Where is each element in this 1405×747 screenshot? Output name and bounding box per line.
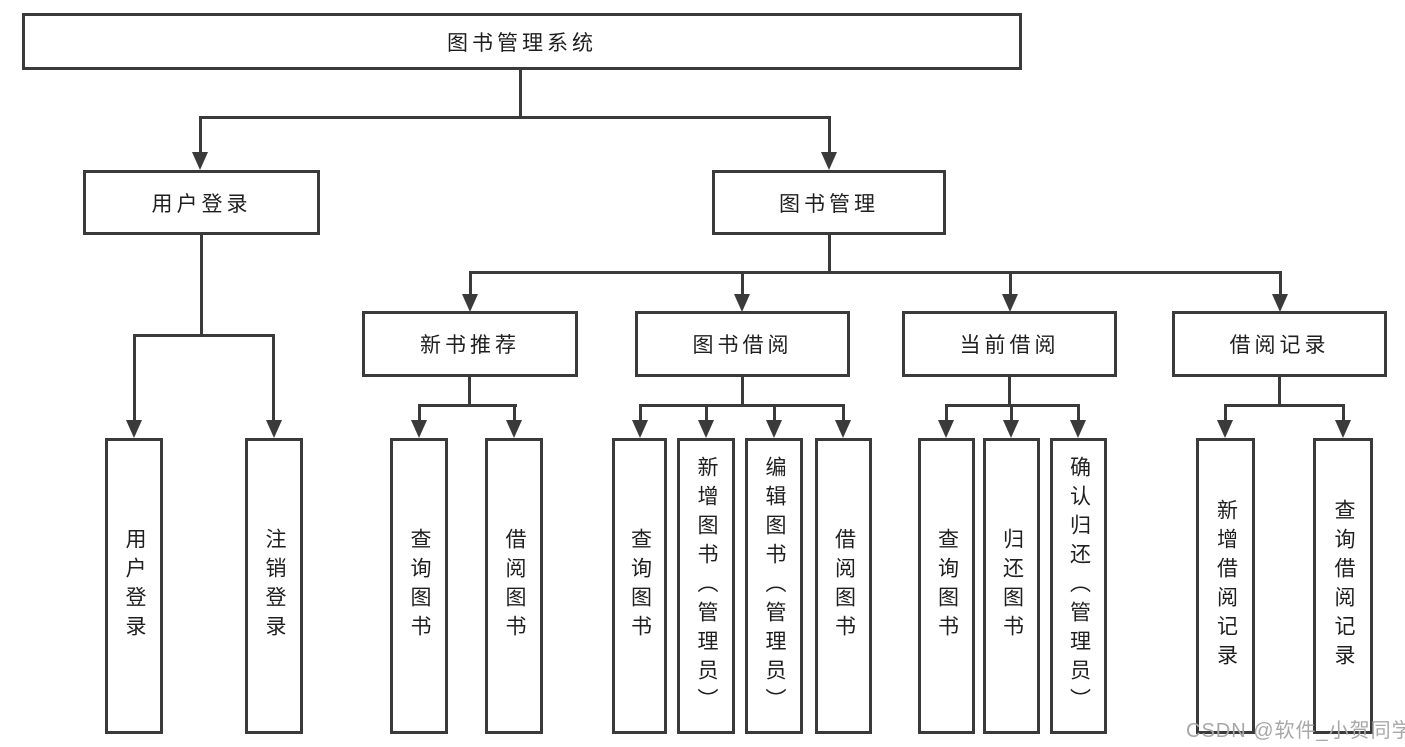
node-library-management-system: 图书管理系统 [22, 13, 1022, 70]
node-book-borrowing: 图书借阅 [635, 311, 850, 377]
node-borrow-records: 借阅记录 [1172, 311, 1387, 377]
connector-borrow-records-bar [1224, 404, 1345, 407]
connector-leaf [418, 404, 421, 423]
node-current-borrowing: 当前借阅 [902, 311, 1117, 377]
arrow-down-icon [1070, 420, 1086, 438]
arrow-down-icon [126, 420, 142, 438]
arrow-down-icon [411, 420, 427, 438]
connector-to-current-borrowing [1009, 271, 1012, 297]
connector-to-user-login [199, 116, 202, 154]
connector-to-book-management [828, 116, 831, 154]
connector-user-login-bar [133, 334, 275, 337]
connector-book-borrowing-bar [639, 404, 845, 407]
connector-leaf [705, 404, 708, 423]
connector-leaf [1224, 404, 1227, 423]
connector-current-borrowing-stem [1008, 377, 1011, 407]
node-user-login: 用户登录 [83, 170, 320, 235]
arrow-down-icon [1272, 294, 1288, 312]
arrow-down-icon [1002, 294, 1018, 312]
node-query-books-borrowing: 查询图书 [612, 438, 667, 734]
arrow-down-icon [266, 420, 282, 438]
connector-leaf [842, 404, 845, 423]
node-confirm-return-admin: 确认归还（管理员） [1050, 438, 1107, 734]
arrow-down-icon [192, 152, 208, 170]
arrow-down-icon [835, 420, 851, 438]
connector-leaf [1010, 404, 1013, 423]
connector-to-book-borrowing [741, 271, 744, 297]
node-new-book-recommendation: 新书推荐 [362, 311, 578, 377]
connector-leaf [639, 404, 642, 423]
connector-user-login-stem [200, 235, 203, 336]
node-logout-leaf: 注销登录 [245, 438, 303, 734]
connector-book-borrowing-stem [741, 377, 744, 407]
node-query-borrow-record: 查询借阅记录 [1313, 438, 1373, 734]
arrow-down-icon [1335, 420, 1351, 438]
connector-leaf [1077, 404, 1080, 423]
connector-leaf [773, 404, 776, 423]
node-edit-books-admin: 编辑图书（管理员） [745, 438, 803, 734]
arrow-down-icon [734, 294, 750, 312]
node-book-management: 图书管理 [712, 170, 946, 235]
node-borrow-books-recommend: 借阅图书 [485, 438, 543, 734]
arrow-down-icon [462, 294, 478, 312]
node-add-books-admin: 新增图书（管理员） [677, 438, 735, 734]
node-add-borrow-record: 新增借阅记录 [1196, 438, 1255, 734]
arrow-down-icon [821, 152, 837, 170]
node-borrow-books-leaf: 借阅图书 [815, 438, 872, 734]
csdn-watermark: CSDN @软件_小贺同学 [1186, 720, 1405, 742]
connector-leaf [945, 404, 948, 423]
arrow-down-icon [1217, 420, 1233, 438]
node-query-books-current: 查询图书 [918, 438, 975, 734]
arrow-down-icon [632, 420, 648, 438]
arrow-down-icon [938, 420, 954, 438]
arrow-down-icon [698, 420, 714, 438]
connector-to-login-leaf [133, 334, 136, 422]
connector-root-stem [519, 69, 522, 118]
connector-level1-bar [199, 116, 831, 119]
connector-leaf [1342, 404, 1345, 423]
node-return-books: 归还图书 [983, 438, 1040, 734]
connector-to-borrow-records [1279, 271, 1282, 297]
connector-new-book-stem [468, 377, 471, 407]
node-user-login-leaf: 用户登录 [105, 438, 163, 734]
arrow-down-icon [1003, 420, 1019, 438]
node-query-books-recommend: 查询图书 [390, 438, 448, 734]
connector-book-management-stem [828, 235, 831, 273]
connector-new-book-bar [418, 404, 517, 407]
connector-level3-bar [470, 271, 1280, 274]
connector-leaf [513, 404, 516, 423]
arrow-down-icon [506, 420, 522, 438]
connector-borrow-records-stem [1278, 377, 1281, 407]
arrow-down-icon [766, 420, 782, 438]
connector-to-logout-leaf [272, 334, 275, 422]
connector-to-new-book [469, 271, 472, 297]
